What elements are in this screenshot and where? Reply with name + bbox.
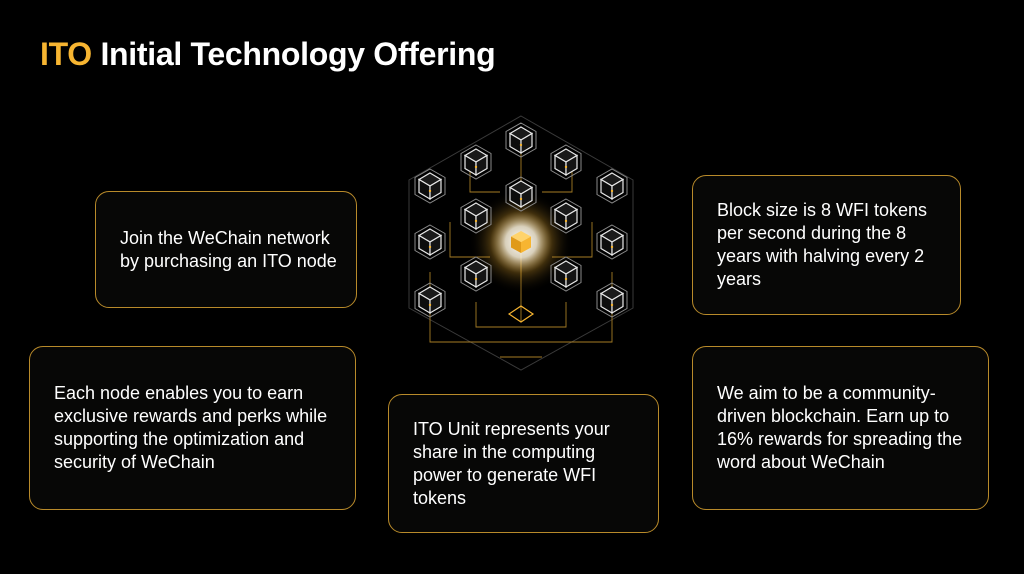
info-card-text: Block size is 8 WFI tokens per second du… [717,200,928,289]
info-card-community: We aim to be a community-driven blockcha… [692,346,989,510]
info-card-rewards: Each node enables you to earn exclusive … [29,346,356,510]
info-card-text: ITO Unit represents your share in the co… [413,418,610,508]
info-card-text: Join the WeChain network by purchasing a… [120,227,337,271]
info-card-join: Join the WeChain network by purchasing a… [95,191,357,308]
info-card-block-size: Block size is 8 WFI tokens per second du… [692,175,961,315]
blockchain-node-network-icon [408,115,634,371]
title-accent: ITO [40,36,92,72]
info-card-text: We aim to be a community-driven blockcha… [717,383,963,472]
info-card-text: Each node enables you to earn exclusive … [54,383,328,472]
info-card-ito-unit: ITO Unit represents your share in the co… [388,394,659,533]
title-text: Initial Technology Offering [100,36,496,72]
page-title: ITO Initial Technology Offering [40,36,496,73]
